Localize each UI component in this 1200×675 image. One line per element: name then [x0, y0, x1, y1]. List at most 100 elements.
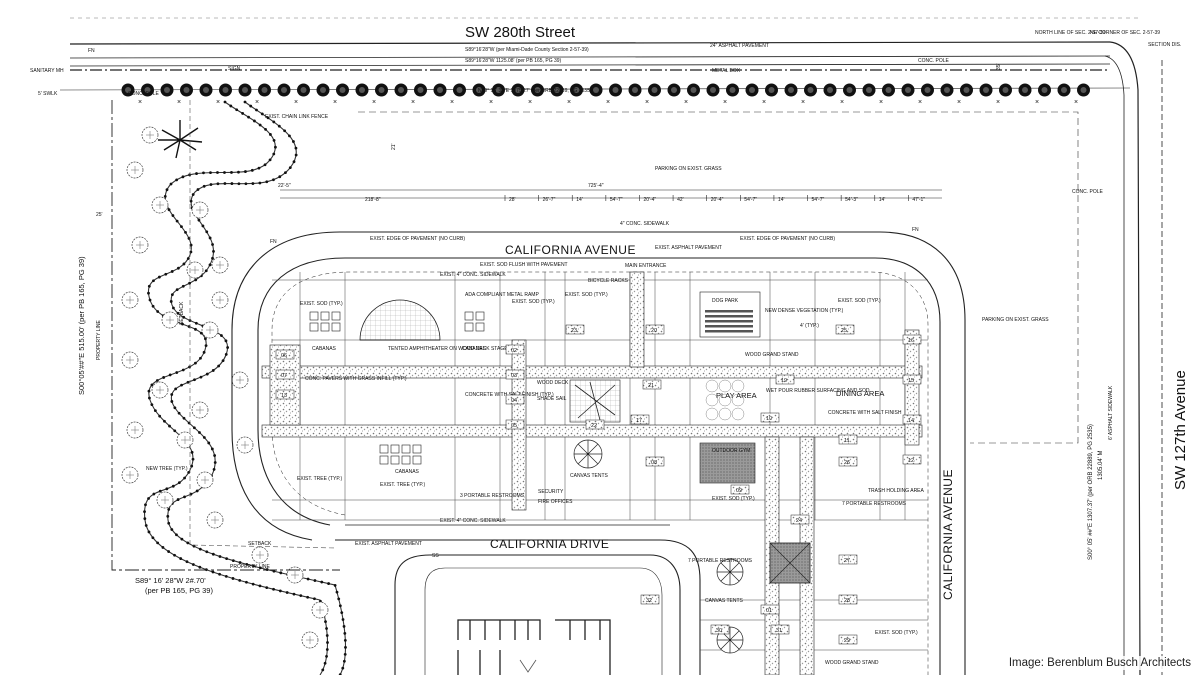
svg-text:08: 08	[651, 460, 657, 466]
path-dot	[170, 528, 174, 531]
path-dot	[167, 208, 171, 212]
label-dining-area: DINING AREA	[836, 389, 884, 398]
parking-boundary	[358, 111, 1079, 444]
plot-marker: 08	[645, 456, 665, 467]
path-dot	[151, 536, 155, 540]
label-amphitheater: TENTED AMPHITHEATER ON WOOD DECK STAGE	[388, 346, 508, 352]
fence-x-mark: ×	[138, 99, 142, 106]
new-tree-icon	[126, 421, 144, 439]
label-new-tree: NEW TREE (TYP.)	[146, 466, 188, 472]
path-dot	[194, 361, 197, 365]
path-dot	[251, 582, 255, 586]
path-dot	[208, 263, 212, 267]
fence-x-mark: ×	[957, 99, 961, 106]
label-bicycle-racks: BICYCLE RACKS	[588, 278, 629, 284]
path-dot	[341, 666, 345, 670]
plot-marker: 15	[902, 374, 922, 385]
label-metal-box: METAL BOX	[712, 68, 741, 74]
cabana-box	[331, 311, 341, 321]
new-tree-icon	[301, 631, 319, 649]
label-canvas-tents-1: CANVAS TENTS	[570, 473, 609, 479]
path-dot	[277, 124, 281, 128]
california-avenue-road	[231, 231, 966, 675]
path-dot	[177, 481, 181, 485]
path-edge-dots	[143, 100, 347, 675]
path-dot	[152, 279, 155, 283]
path-dot	[147, 389, 151, 393]
cabana-box	[475, 311, 485, 321]
path-dot	[226, 346, 230, 349]
path-dot	[212, 468, 216, 471]
label-exist-sod-6: EXIST. SOD (TYP.)	[300, 301, 343, 307]
path-dot	[260, 112, 264, 116]
dim-segment: 54'-3"	[845, 197, 858, 203]
path-dot	[237, 170, 240, 174]
tree-icon	[843, 83, 856, 97]
dim-25: 25'	[96, 212, 103, 218]
label-setback-west: SETBACK	[179, 301, 185, 325]
path-dot	[344, 645, 347, 649]
label-edge-pavement-2: EXIST. EDGE OF PAVEMENT (NO CURB)	[740, 236, 835, 242]
path-dot	[253, 119, 256, 123]
path-dot	[168, 373, 172, 377]
new-tree-icon	[286, 566, 304, 584]
new-tree-icon	[201, 321, 219, 339]
label-play-area: PLAY AREA	[716, 391, 757, 400]
label-exist-sod-5: EXIST. SOD (TYP.)	[565, 292, 608, 298]
play-circle	[731, 393, 745, 407]
path-dot	[255, 108, 258, 112]
plot-marker: 11	[838, 434, 858, 445]
dim-segment: 14'	[879, 197, 886, 203]
tree-icon	[433, 83, 447, 97]
label-new-vegetation: NEW DENSE VEGETATION (TYP.)	[765, 308, 844, 314]
new-tree-icon	[251, 546, 269, 564]
label-ada-ramp: ADA COMPLIANT METAL RAMP	[465, 292, 539, 298]
dog-park-features	[705, 310, 753, 333]
path-dot	[278, 589, 282, 593]
play-area-circles	[705, 379, 745, 421]
tree-icon	[453, 83, 466, 97]
path-dot	[211, 243, 214, 246]
cabana-box	[309, 311, 319, 321]
path-dot	[168, 424, 171, 428]
path-dot	[175, 178, 179, 182]
path-dot	[174, 387, 178, 391]
path-dot	[292, 140, 295, 143]
tree-icon	[199, 83, 213, 97]
label-wood-grand-stand-2: WOOD GRAND STAND	[825, 660, 879, 666]
plot-marker: 10	[760, 412, 780, 423]
path-dot	[182, 262, 186, 266]
path-dot	[333, 584, 337, 587]
label-conc-sidewalk-2: EXIST. 4" CONC. SIDEWALK	[440, 272, 506, 278]
svg-text:32: 32	[646, 598, 652, 604]
east-path	[904, 329, 920, 446]
tree-icon	[960, 83, 973, 97]
label-north-line: NORTH LINE OF SEC. 2-57-39	[1035, 30, 1105, 36]
play-circle	[718, 379, 732, 393]
path-dot	[231, 559, 235, 563]
path-dot	[292, 592, 296, 596]
plot-marker: 19	[775, 374, 795, 385]
path-dot	[162, 376, 166, 379]
path-dot	[173, 429, 177, 433]
path-dot	[341, 618, 345, 621]
street-label-california-drive: CALIFORNIA DRIVE	[490, 537, 609, 551]
dim-segment: 54'-7"	[744, 197, 757, 203]
fence-x-mark: ×	[723, 99, 727, 106]
path-dot	[156, 541, 160, 545]
svg-text:01: 01	[766, 608, 772, 614]
path-dot	[272, 138, 276, 142]
label-conc-pavers: CONC. PAVERS WITH GRASS INFILL (TYP.)	[305, 376, 407, 382]
tree-icon	[687, 83, 700, 97]
label-cabanas-3: CABANAS	[395, 469, 420, 475]
tree-icon	[804, 83, 817, 97]
label-exist-asphalt-2: EXIST. ASPHALT PAVEMENT	[355, 541, 422, 547]
new-tree-icon	[151, 381, 169, 399]
cabana-box	[379, 444, 389, 454]
path-dot	[245, 580, 248, 584]
path-dot	[211, 256, 214, 260]
path-dot	[230, 182, 234, 185]
label-asphalt: 24" ASPHALT PAVEMENT	[710, 43, 769, 49]
label-dog-park: DOG PARK	[712, 298, 739, 304]
svg-text:10: 10	[766, 416, 772, 422]
